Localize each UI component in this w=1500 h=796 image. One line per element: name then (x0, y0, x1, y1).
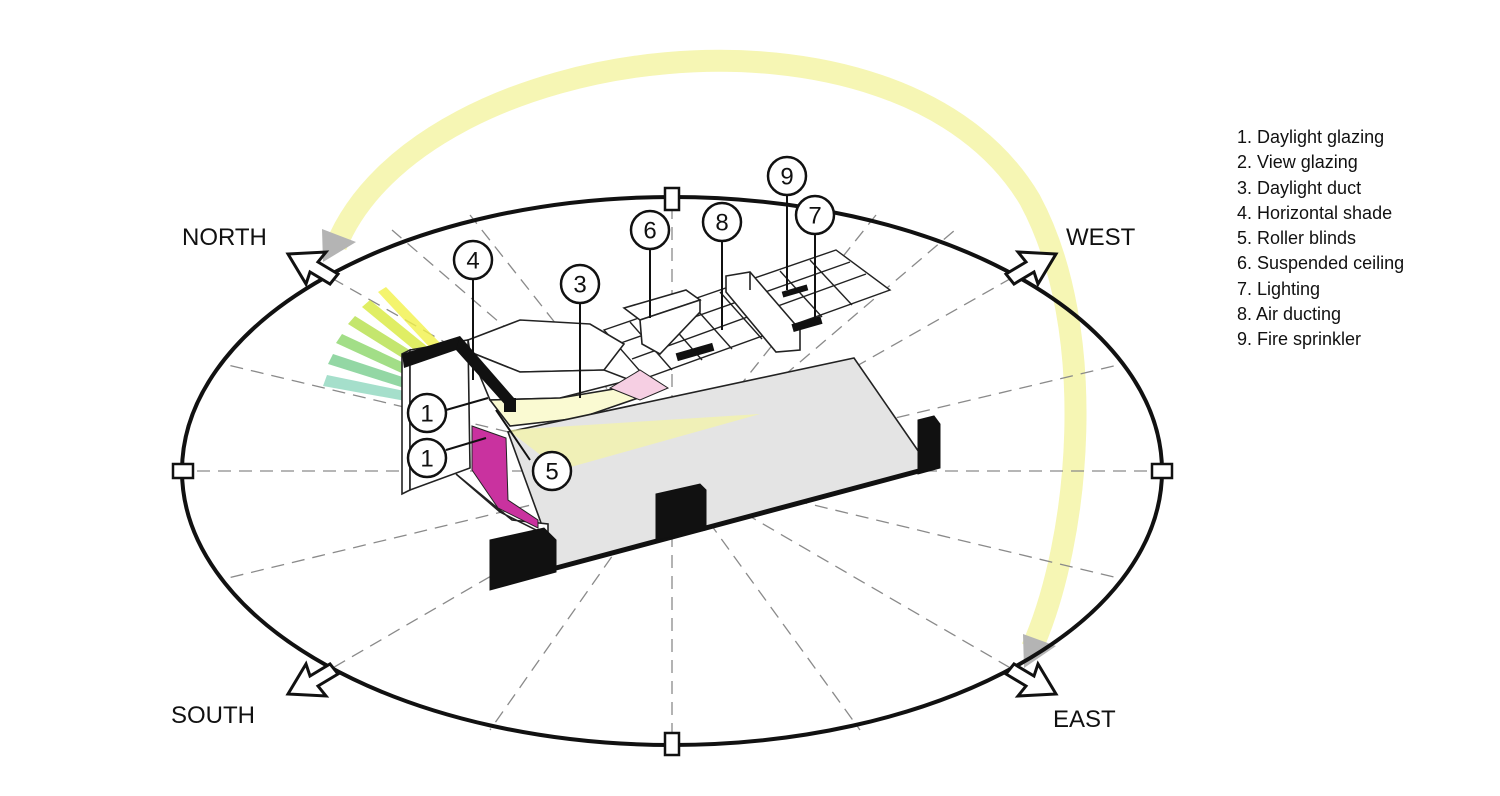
compass-label-north: NORTH (182, 224, 267, 251)
callout-circle (406, 392, 448, 434)
callout-circle (794, 194, 836, 236)
callouts (406, 155, 836, 492)
legend-item: 5. Roller blinds (1237, 228, 1357, 249)
legend-item: 3. Daylight duct (1237, 177, 1362, 198)
legend-item: 2. View glazing (1237, 152, 1358, 173)
callout-circle (629, 209, 671, 251)
callout-circle (766, 155, 808, 197)
callout-number: 1 (420, 401, 433, 428)
legend-list: 1. Daylight glazing 2. View glazing 3. D… (1237, 125, 1404, 353)
structure-blocks (489, 415, 941, 591)
callout-number: 9 (780, 164, 793, 191)
compass-label-west: WEST (1066, 224, 1136, 251)
callout-number: 6 (643, 218, 656, 245)
daylight-duct (467, 319, 647, 427)
legend-item: 9. Fire sprinkler (1237, 329, 1362, 350)
callout-number: 1 (420, 446, 433, 473)
sun-path-start-arrow (322, 229, 356, 262)
compass-ticks (171, 186, 1174, 757)
legend-item: 1. Daylight glazing (1237, 127, 1385, 147)
horizontal-shade (402, 336, 516, 412)
callout-circle (531, 450, 573, 492)
callout-leaders (445, 194, 816, 461)
callout-number: 8 (715, 210, 728, 237)
callout-number: 3 (573, 272, 586, 299)
west-arrow-icon (1003, 250, 1059, 288)
callout-circle (701, 201, 743, 243)
legend-item: 4. Horizontal shade (1237, 202, 1393, 223)
callout-circle (406, 437, 448, 479)
compass-label-south: SOUTH (171, 702, 255, 729)
floor-edge (555, 465, 931, 571)
callout-number: 5 (545, 459, 558, 486)
callout-circle (559, 263, 601, 305)
light-shelf-pink (608, 369, 670, 401)
compass-label-east: EAST (1053, 706, 1116, 733)
compass-arrows (285, 250, 1059, 698)
legend-item: 7. Lighting (1237, 278, 1321, 299)
callout-number: 7 (808, 203, 821, 230)
east-arrow-icon (1003, 660, 1059, 698)
legend-item: 8. Air ducting (1237, 304, 1342, 325)
south-arrow-icon (285, 660, 341, 698)
callout-number: 4 (466, 248, 479, 275)
legend-item: 6. Suspended ceiling (1237, 253, 1405, 274)
north-arrow-icon (285, 250, 341, 288)
view-glazing (471, 425, 539, 529)
callout-circle (452, 239, 494, 281)
air-duct (622, 271, 801, 355)
sun-path-arc (325, 49, 1087, 653)
light-spread (508, 414, 760, 470)
